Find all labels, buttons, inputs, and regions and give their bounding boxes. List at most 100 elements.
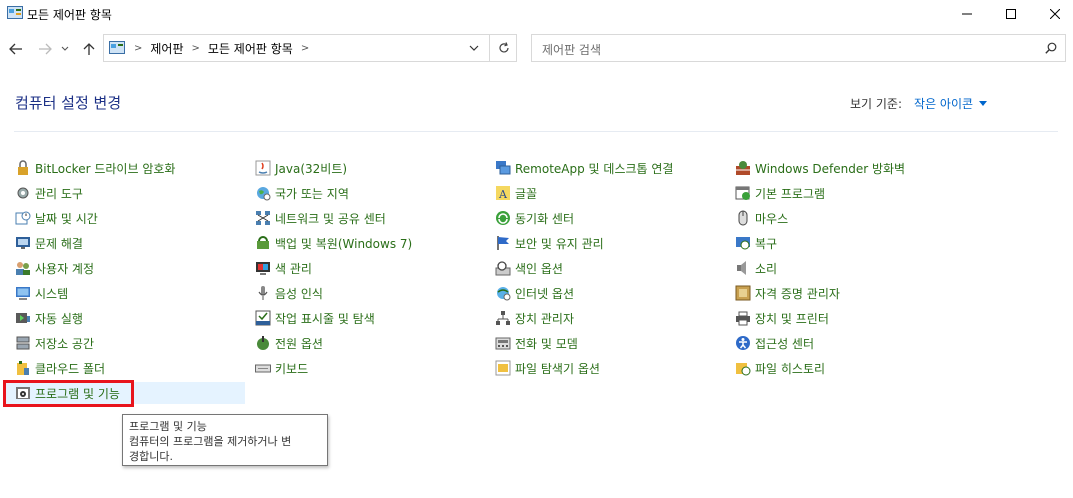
item-taskbar-navigation[interactable]: 작업 표시줄 및 탐색 [253, 307, 375, 329]
item-credential-manager[interactable]: 자격 증명 관리자 [733, 282, 840, 304]
arrow-left-icon [9, 43, 22, 55]
item-file-history[interactable]: 파일 히스토리 [733, 357, 825, 379]
item-devices-printers[interactable]: 장치 및 프린터 [733, 307, 829, 329]
storage-icon [16, 336, 30, 350]
phone-icon [495, 337, 511, 350]
tooltip-title: 프로그램 및 기능 [129, 420, 207, 433]
item-security-maintenance[interactable]: 보안 및 유지 관리 [493, 232, 604, 254]
minimize-icon [962, 13, 972, 15]
chevron-down-icon [61, 46, 69, 51]
item-mouse[interactable]: 마우스 [733, 207, 788, 229]
color-icon [256, 262, 270, 275]
arrow-up-icon [83, 43, 95, 55]
view-by-value[interactable]: 작은 아이콘 [914, 97, 974, 111]
breadcrumb-all-items[interactable]: 모든 제어판 항목 [207, 41, 293, 56]
item-troubleshooting[interactable]: 문제 해결 [13, 232, 83, 254]
item-device-manager[interactable]: 장치 관리자 [493, 307, 574, 329]
control-panel-icon [7, 6, 23, 19]
admin-tools-icon [17, 187, 29, 199]
close-icon [1050, 9, 1060, 19]
troubleshoot-icon [16, 237, 30, 249]
item-sync-center[interactable]: 동기화 센터 [493, 207, 574, 229]
power-icon [257, 336, 269, 350]
item-backup-restore[interactable]: 백업 및 복원(Windows 7) [253, 232, 412, 254]
item-system[interactable]: 시스템 [13, 282, 68, 304]
item-programs-features[interactable]: 프로그램 및 기능 [6, 382, 245, 404]
cloud-folder-icon [17, 361, 29, 375]
view-by-label: 보기 기준: [850, 97, 903, 111]
item-ease-of-access[interactable]: 접근성 센터 [733, 332, 814, 354]
item-network-sharing[interactable]: 네트워크 및 공유 센터 [253, 207, 386, 229]
item-admin-tools[interactable]: 관리 도구 [13, 182, 83, 204]
up-button[interactable] [79, 39, 99, 59]
default-programs-icon [735, 186, 750, 200]
forward-button[interactable] [35, 39, 55, 59]
item-cloud-folder[interactable]: 클라우드 폴더 [13, 357, 105, 379]
tooltip: 프로그램 및 기능 컴퓨터의 프로그램을 제거하거나 변 경합니다. [122, 414, 328, 466]
search-box[interactable]: 제어판 검색 [531, 34, 1066, 62]
item-fonts[interactable]: A 글꼴 [493, 182, 537, 204]
file-history-icon [736, 363, 751, 376]
refresh-icon [499, 42, 509, 53]
dropdown-arrow-icon[interactable] [979, 101, 988, 106]
maximize-icon [1006, 9, 1016, 19]
java-icon [255, 160, 271, 176]
item-default-programs[interactable]: 기본 프로그램 [733, 182, 825, 204]
backup-icon [257, 236, 269, 249]
taskbar-icon [255, 310, 271, 326]
item-storage-spaces[interactable]: 저장소 공간 [13, 332, 94, 354]
search-placeholder: 제어판 검색 [542, 43, 602, 57]
device-manager-icon [496, 311, 510, 325]
item-color-management[interactable]: 색 관리 [253, 257, 312, 279]
item-region[interactable]: 국가 또는 지역 [253, 182, 349, 204]
title-bar: 모든 제어판 항목 [0, 0, 1073, 28]
address-dropdown-button[interactable] [459, 35, 489, 61]
item-remoteapp[interactable]: RemoteApp 및 데스크톱 연결 [493, 157, 673, 179]
breadcrumb-separator: > [134, 42, 143, 54]
programs-icon [16, 387, 30, 399]
item-indexing-options[interactable]: 색인 옵션 [493, 257, 563, 279]
item-internet-options[interactable]: 인터넷 옵션 [493, 282, 574, 304]
sound-icon [737, 261, 746, 275]
divider [14, 131, 1058, 132]
breadcrumb-separator: > [191, 42, 200, 54]
firewall-icon [736, 161, 750, 175]
sync-icon [496, 211, 510, 225]
item-autoplay[interactable]: 자동 실행 [13, 307, 83, 329]
item-windows-defender-firewall[interactable]: Windows Defender 방화벽 [733, 157, 905, 179]
printer-icon [736, 311, 750, 326]
item-keyboard[interactable]: 키보드 [253, 357, 308, 379]
address-bar[interactable]: > 제어판 > 모든 제어판 항목 > [103, 34, 517, 62]
item-date-time[interactable]: 날짜 및 시간 [13, 207, 98, 229]
indexing-icon [495, 261, 511, 276]
item-phone-modem[interactable]: 전화 및 모뎀 [493, 332, 578, 354]
item-java[interactable]: Java(32비트) [253, 157, 347, 179]
item-file-explorer-options[interactable]: 파일 탐색기 옵션 [493, 357, 600, 379]
highlight-box [3, 380, 134, 407]
keyboard-icon [255, 364, 271, 373]
refresh-button[interactable] [489, 35, 518, 61]
chevron-down-icon [469, 45, 479, 51]
breadcrumb-control-panel[interactable]: 제어판 [150, 41, 184, 56]
svg-text:A: A [498, 188, 508, 201]
item-sound[interactable]: 소리 [733, 257, 777, 279]
item-speech-recognition[interactable]: 음성 인식 [253, 282, 323, 304]
item-user-accounts[interactable]: 사용자 계정 [13, 257, 94, 279]
page-title: 컴퓨터 설정 변경 [15, 94, 122, 112]
window-title: 모든 제어판 항목 [27, 8, 112, 22]
item-recovery[interactable]: 복구 [733, 232, 777, 254]
datetime-icon [15, 211, 31, 225]
internet-icon [497, 287, 511, 301]
close-button[interactable] [1032, 0, 1073, 28]
item-power-options[interactable]: 전원 옵션 [253, 332, 323, 354]
minimize-button[interactable] [944, 0, 990, 28]
microphone-icon [258, 286, 268, 300]
recent-locations-button[interactable] [59, 39, 71, 59]
maximize-button[interactable] [988, 0, 1034, 28]
region-icon [257, 187, 271, 201]
credential-icon [735, 285, 751, 301]
folder-options-icon [495, 360, 511, 376]
item-bitlocker[interactable]: BitLocker 드라이브 암호화 [13, 157, 175, 179]
back-button[interactable] [6, 39, 26, 59]
tooltip-description-line2: 경합니다. [129, 450, 173, 463]
